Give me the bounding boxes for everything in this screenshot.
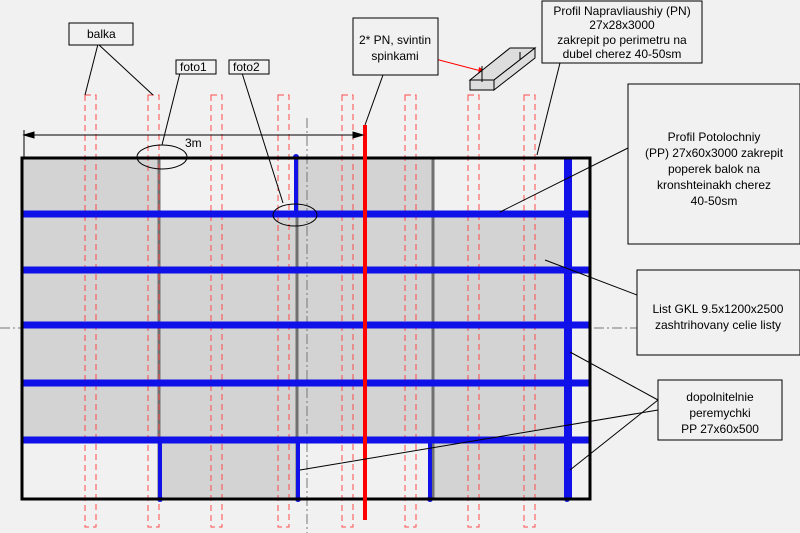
svg-text:foto2: foto2	[233, 60, 260, 74]
gkl-sheet	[433, 443, 567, 499]
beam	[341, 94, 354, 528]
svg-text:PP 27x60x500: PP 27x60x500	[681, 422, 759, 436]
beam	[404, 94, 417, 528]
beams-dashed	[84, 94, 536, 528]
beam	[84, 94, 97, 528]
svg-text:zakrepit po perimetru na: zakrepit po perimetru na	[557, 33, 687, 47]
pp-profiles	[22, 210, 590, 444]
dimension-label: 3m	[185, 136, 202, 150]
svg-text:zashtrihovany celie listy: zashtrihovany celie listy	[655, 318, 781, 332]
svg-text:Profil Napravliaushiy (PN): Profil Napravliaushiy (PN)	[553, 4, 690, 18]
svg-text:peremychki: peremychki	[689, 406, 750, 420]
ceiling-perimeter	[20, 156, 592, 501]
beam	[467, 94, 480, 528]
svg-text:40-50sm: 40-50sm	[691, 194, 738, 208]
callout-foto2: foto2	[228, 59, 270, 75]
gkl-sheet	[22, 443, 159, 499]
svg-text:kronshteinakh cherez: kronshteinakh cherez	[657, 178, 771, 192]
callout-balka: balka	[68, 22, 134, 46]
svg-text:List GKL 9.5x1200x2500: List GKL 9.5x1200x2500	[653, 302, 784, 316]
beam	[147, 94, 160, 528]
leader-lines	[84, 43, 659, 471]
callout-pp-profile: Profil Potolochniy (PP) 27x60x3000 zakre…	[627, 83, 800, 245]
svg-text:2* PN, svintin: 2* PN, svintin	[359, 33, 431, 47]
beam	[277, 94, 290, 528]
beam	[523, 94, 536, 528]
svg-text:spinkami: spinkami	[371, 49, 418, 63]
svg-text:balka: balka	[87, 27, 116, 41]
foto2-marker	[272, 203, 318, 227]
svg-text:(PP) 27x60x3000 zakrepit: (PP) 27x60x3000 zakrepit	[645, 146, 784, 160]
callout-gkl-sheet: List GKL 9.5x1200x2500 zashtrihovany cel…	[636, 269, 800, 356]
callout-foto1: foto1	[175, 59, 217, 75]
callout-pn-note: 2* PN, svintin spinkami	[352, 17, 439, 76]
callout-jumpers: dopolnitelnie peremychki PP 27x60x500	[657, 379, 783, 441]
svg-text:dubel cherez 40-50sm: dubel cherez 40-50sm	[563, 47, 682, 61]
beam	[210, 94, 223, 528]
callout-pn-profile: Profil Napravliaushiy (PN) 27x28x3000 za…	[541, 0, 703, 64]
svg-text:Profil Potolochniy: Profil Potolochniy	[668, 130, 761, 144]
dimension-3m	[22, 130, 365, 158]
svg-text:27x28x3000: 27x28x3000	[589, 18, 655, 32]
pn-profile-sketch	[468, 46, 537, 92]
svg-text:foto1: foto1	[180, 60, 207, 74]
svg-text:dopolnitelnie: dopolnitelnie	[686, 390, 754, 404]
gkl-sheet	[159, 443, 297, 499]
svg-text:poperek balok na: poperek balok na	[668, 162, 760, 176]
